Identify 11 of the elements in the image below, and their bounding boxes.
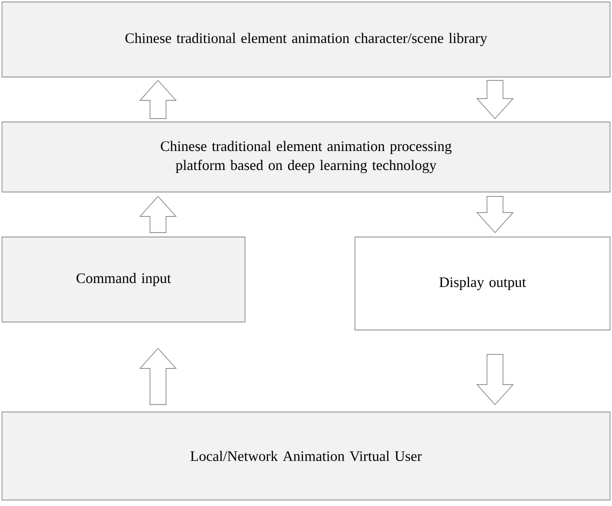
process-box: Chinese traditional element animation character/scene library [2,2,610,78]
block-arrow [476,196,514,234]
process-box: Command input [2,236,246,322]
process-box: Local/Network Animation Virtual User [2,412,610,500]
block-arrow [476,80,514,120]
process-box: Display output [354,236,610,330]
block-arrow [139,348,177,405]
block-arrow [476,354,514,406]
block-arrow [139,196,177,233]
process-box: Chinese traditional element animation processing platform based on deep learning technology [2,122,610,192]
block-arrow [139,80,177,119]
